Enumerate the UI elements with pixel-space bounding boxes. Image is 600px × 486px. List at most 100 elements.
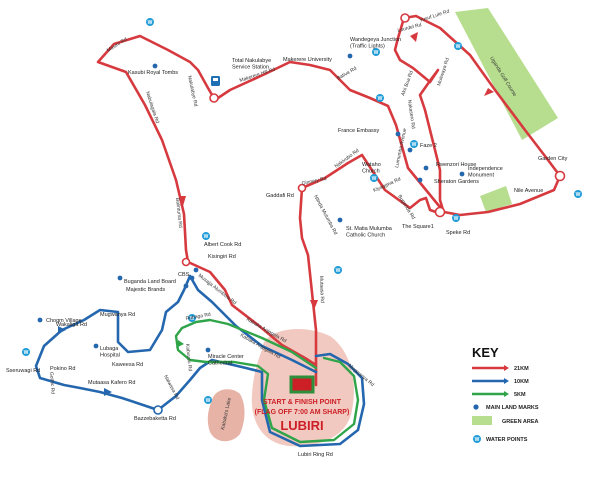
place-label: Buganda Land Board (124, 279, 176, 285)
key-water-glyph: W (475, 437, 480, 443)
water-point-glyph: W (204, 234, 209, 240)
green-area-golf-course (455, 8, 558, 140)
key-label-green-area: GREEN AREA (502, 419, 538, 425)
start-title: START & FINISH POINT (263, 399, 342, 406)
water-point-glyphs: W W W W W W W W W W W W W (24, 20, 581, 404)
key-label-landmarks: MAIN LAND MARKS (486, 405, 539, 411)
place-label: Chogm Village (46, 318, 82, 324)
road-label: Lourdel Rd (397, 22, 422, 34)
place-label: Kaweesa Rd (112, 362, 143, 368)
start-name: LUBIRI (280, 418, 323, 433)
place-label: Mugwanya Rd (100, 312, 135, 318)
road-label: Bativa Rd (336, 66, 358, 82)
road-label: Kabuusu Rd (184, 344, 193, 372)
place-label: Sseruwagi Rd (6, 368, 40, 374)
place-label: Wakaliga Rd (56, 322, 87, 328)
key-water-icon (473, 435, 481, 443)
water-point-glyph: W (454, 216, 459, 222)
place-label: France Embassy (338, 128, 380, 134)
road-label: Buganda Rd (396, 194, 416, 221)
road-label: Nakasero Rd (406, 99, 416, 129)
place-label: Sheraton Gardens (434, 179, 479, 185)
place-label: Kisingiri Rd (208, 254, 236, 260)
water-point-glyph: W (190, 316, 195, 322)
junction-circle (400, 13, 410, 23)
route-21km-arrow (180, 196, 186, 206)
map-key: KEY 21KM 10KM 5KM MAIN LAND MARKS GREEN … (472, 345, 539, 443)
key-label-water-points: WATER POINTS (486, 437, 528, 443)
place-label: Lubiri Ring Rd (298, 452, 333, 458)
water-point-glyph: W (206, 398, 211, 404)
road-label: Musajja Alumbwa Rd (197, 273, 238, 307)
route-21km-arrow (410, 32, 418, 42)
water-point-glyph: W (336, 268, 341, 274)
place-label: The Square1 (402, 224, 434, 230)
road-label: Ginnery Rd (301, 176, 327, 187)
road-label: Ntinda Mulumba Rd (312, 194, 338, 236)
junction-circle (554, 170, 566, 182)
place-label: Faze 2 (420, 143, 437, 149)
junction-circle (181, 257, 191, 267)
key-title: KEY (472, 345, 499, 360)
key-label-10km: 10KM (514, 379, 529, 385)
place-label: Garden City (538, 156, 568, 162)
route-5km (174, 318, 360, 444)
place-label: Gaddafi Rd (266, 193, 294, 199)
key-label-5km: 5KM (514, 392, 526, 398)
road-label: Gothic Rd (48, 372, 56, 395)
place-label: Kasubi Royal Tombs (128, 70, 178, 76)
junction-circle (153, 405, 163, 415)
place-label: Majestic Brands (126, 287, 165, 293)
water-point-glyph: W (148, 20, 153, 26)
junction-markers (181, 13, 566, 267)
route-5km-arrow (176, 340, 184, 348)
route-10km (34, 274, 366, 448)
place-label: Makerere University (283, 57, 332, 63)
green-area-nile-avenue (480, 186, 512, 212)
kabakas-lake (207, 389, 245, 442)
junction-circle (297, 183, 307, 193)
route-10km-arrow (58, 326, 66, 334)
place-label: Bazzebaketta Rd (134, 416, 176, 422)
water-point-glyph: W (456, 44, 461, 50)
water-point-glyph: W (372, 176, 377, 182)
road-label: Balintuma Rd (174, 198, 183, 229)
water-point-glyph: W (24, 350, 29, 356)
place-label: Albert Cook Rd (204, 242, 241, 248)
road-label: Yusuf Lule Rd (419, 9, 451, 24)
junction-circle (434, 206, 446, 218)
route-10km-arrow (104, 388, 112, 396)
place-label: Pokino Rd (50, 366, 75, 372)
key-green-swatch (472, 416, 492, 425)
road-label: Nakulabye Rd (186, 75, 198, 107)
place-label: Nile Avenue (514, 188, 543, 194)
route-21km (96, 14, 562, 387)
water-point-glyph: W (412, 142, 417, 148)
place-label: Rwenzori House (436, 162, 476, 168)
route-21km-arrow (310, 300, 318, 310)
road-label: Mukwaya Rd (436, 57, 451, 87)
road-label: Akii Bua Rd (400, 70, 415, 97)
fuel-station-icon (211, 76, 220, 86)
water-point-glyph: W (374, 50, 379, 56)
key-arrow-5km (504, 391, 509, 397)
junction-circle (209, 93, 219, 103)
key-label-21km: 21KM (514, 366, 529, 372)
road-label: Nalwasa Rd (162, 374, 180, 401)
road-label: Rubaga Rd (185, 312, 211, 322)
start-subtitle: (FLAG OFF 7:00 AM SHARP) (255, 409, 350, 416)
place-label: Mutaasa Kafero Rd (88, 380, 135, 386)
start-finish-box (289, 375, 315, 394)
water-point-glyph: W (378, 96, 383, 102)
landmark-dots (37, 53, 465, 353)
key-landmark-dot (473, 404, 479, 410)
key-arrow-10km (504, 378, 509, 384)
